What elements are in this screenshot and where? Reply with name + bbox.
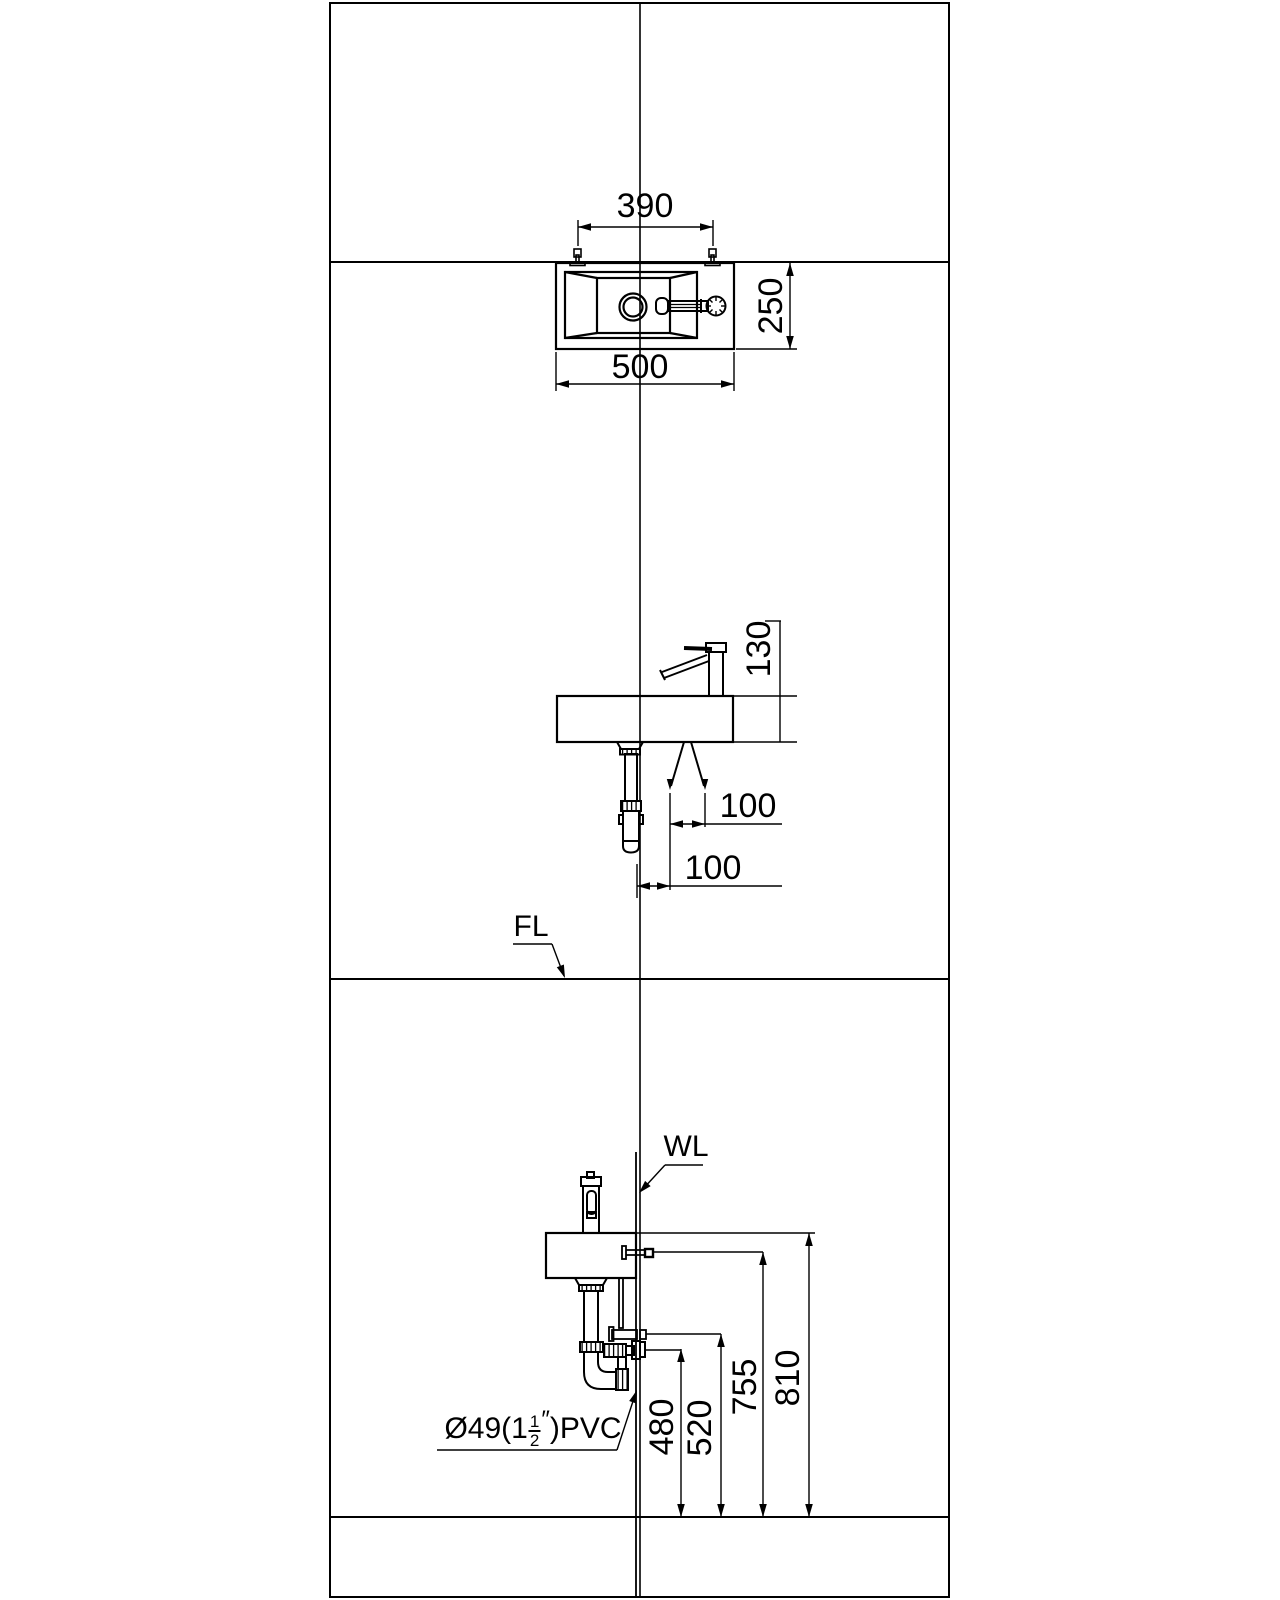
dim-supply-height: 520 (681, 1399, 719, 1457)
dim-drain-offset: 100 (684, 849, 742, 887)
dim-faucet-height: 130 (740, 620, 778, 678)
waste-pipe-label-inch: ″ (541, 1406, 550, 1433)
dimension-arrows (556, 223, 813, 1517)
dim-plan-width: 500 (611, 348, 669, 386)
angle-valve-supply (608, 1277, 647, 1342)
wall-line-label: WL (663, 1130, 709, 1163)
rear-view (437, 1164, 815, 1517)
drain-hole (618, 292, 648, 322)
bracket-legs (670, 741, 705, 787)
plan-view (554, 220, 797, 391)
dim-plan-depth: 250 (752, 277, 790, 335)
dim-rim-height: 810 (769, 1349, 807, 1407)
basin-side-outline (555, 694, 735, 744)
faucet-side (659, 642, 727, 697)
drain-trap-rear (573, 1277, 646, 1391)
waste-pipe-label-post: )PVC (549, 1412, 622, 1445)
dim-waste-outlet-height: 480 (643, 1398, 681, 1456)
drain-trap-side (615, 741, 645, 854)
dim-bracket-spacing: 100 (719, 787, 777, 825)
fraction-denominator: 2 (528, 1430, 541, 1450)
faucet-supply-pipe (621, 1245, 655, 1260)
basin-plan-outline (554, 261, 736, 351)
faucet-rear (580, 1171, 602, 1234)
floor-line-label: FL (513, 910, 549, 943)
faucet-plan (655, 295, 727, 317)
dim-plan-bolt-spacing: 390 (616, 187, 674, 225)
fraction-numerator: 1 (529, 1412, 540, 1431)
waste-pipe-label-pre: Ø49(1 (444, 1412, 528, 1445)
dim-upper-supply-height: 755 (726, 1358, 764, 1416)
faucet-handle (705, 295, 727, 317)
